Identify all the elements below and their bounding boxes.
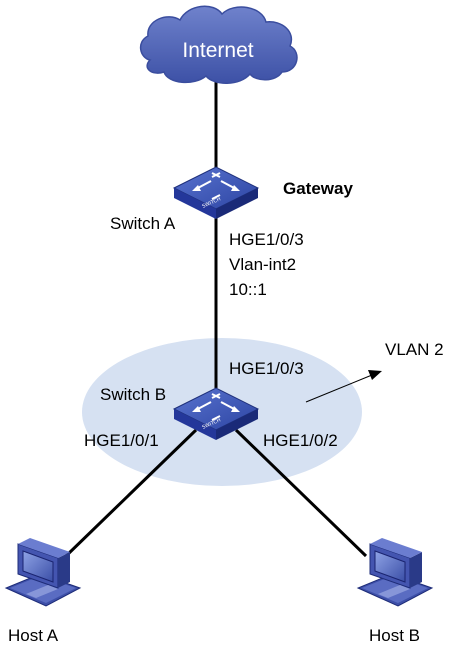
switch-a-label: Switch A [110,214,176,233]
port-host-b-label: HGE1/0/2 [263,431,338,450]
host-a-label: Host A [8,626,59,645]
switch-b-label: Switch B [100,385,166,404]
internet-cloud-icon [139,5,298,84]
vlan-label: VLAN 2 [385,340,444,359]
internet-label: Internet [182,39,253,62]
host-a-computer-icon [4,538,82,607]
host-b-computer-icon [356,538,434,607]
gateway-label: Gateway [283,179,353,198]
switch-b-icon: SWITCH [172,387,260,440]
switch-a-port-label: HGE1/0/3 [229,230,304,249]
host-b-label: Host B [369,626,420,645]
ip-address-label: 10::1 [229,280,267,299]
switch-a-icon: SWITCH [172,166,260,219]
port-host-a-label: HGE1/0/1 [84,431,159,450]
vlan-interface-label: Vlan-int2 [229,255,296,274]
link-switch-b-host-a [64,428,198,558]
switch-b-uplink-port-label: HGE1/0/3 [229,359,304,378]
link-switch-b-host-b [234,428,368,558]
vlan-arrow [305,370,382,403]
